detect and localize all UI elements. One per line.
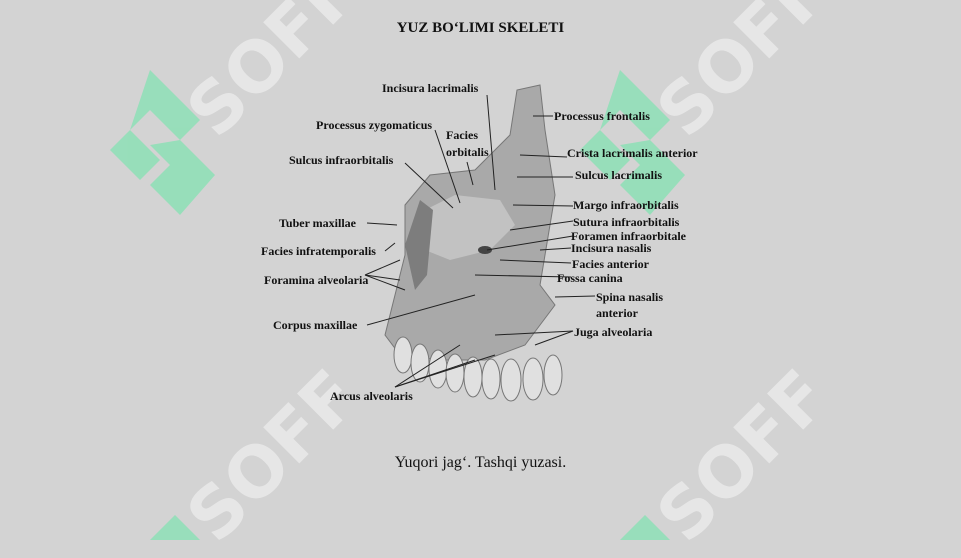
label-fossa-canina: Fossa canina bbox=[557, 271, 623, 285]
label-incisura-nasalis: Incisura nasalis bbox=[571, 241, 652, 255]
label-processus-frontalis: Processus frontalis bbox=[554, 109, 650, 123]
slide-caption: Yuqori jag‘. Tashqi yuzasi. bbox=[394, 454, 567, 471]
label-facies-orbitalis: orbitalis bbox=[446, 145, 489, 159]
soff-logo-icon bbox=[580, 70, 685, 215]
watermark-logos bbox=[110, 70, 685, 540]
label-facies-anterior: Facies anterior bbox=[572, 257, 649, 271]
label-tuber-maxillae: Tuber maxillae bbox=[279, 216, 357, 230]
label-spina-nasalis: anterior bbox=[596, 306, 638, 320]
label-facies-orbitalis: Facies bbox=[446, 128, 478, 142]
slide-title: YUZ BO‘LIMI SKELETI bbox=[396, 20, 565, 36]
label-corpus-maxillae: Corpus maxillae bbox=[273, 318, 358, 332]
label-incisura-lacrimalis: Incisura lacrimalis bbox=[382, 81, 479, 95]
label-facies-infratemporalis: Facies infratemporalis bbox=[261, 244, 376, 258]
label-foramina-alveolaria: Foramina alveolaria bbox=[264, 273, 369, 287]
soff-logo-icon bbox=[110, 70, 215, 215]
label-foramen-infraorbitale: Foramen infraorbitale bbox=[571, 229, 686, 243]
label-margo-infraorbitalis: Margo infraorbitalis bbox=[573, 198, 679, 212]
label-crista-lacrimalis: Crista lacrimalis anterior bbox=[567, 146, 698, 160]
label-sutura-infraorbitalis: Sutura infraorbitalis bbox=[573, 215, 680, 229]
soff-logo-icon bbox=[150, 515, 200, 540]
label-spina-nasalis: Spina nasalis bbox=[596, 290, 664, 304]
label-sulcus-lacrimalis: Sulcus lacrimalis bbox=[575, 168, 663, 182]
soff-logo-icon bbox=[620, 515, 670, 540]
label-arcus-alveolaris: Arcus alveolaris bbox=[330, 389, 413, 403]
slide: SOFF SOFF SOFF SOFF YUZ BO‘LIMI SKELETI bbox=[110, 0, 844, 558]
label-juga-alveolaria: Juga alveolaria bbox=[574, 325, 653, 339]
maxilla-drawing bbox=[364, 84, 596, 402]
label-sulcus-infraorbitalis: Sulcus infraorbitalis bbox=[289, 153, 394, 167]
maxilla-figure: Incisura lacrimalis Processus zygomaticu… bbox=[255, 75, 715, 415]
label-processus-zygomaticus: Processus zygomaticus bbox=[316, 118, 433, 132]
